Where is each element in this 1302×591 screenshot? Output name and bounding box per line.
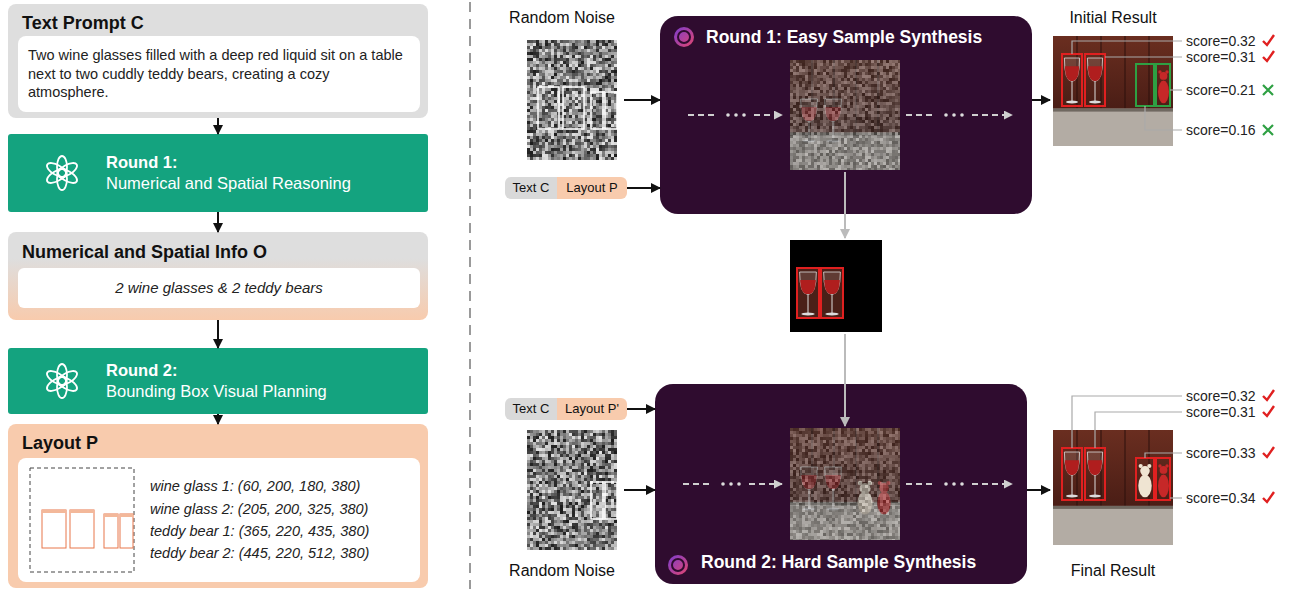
box-text: Bounding Box Visual Planning	[106, 381, 327, 402]
box-text: Random Noise	[509, 8, 615, 29]
box-text: Layout P'	[565, 401, 619, 418]
box-text: Round 1: Easy Sample Synthesis	[706, 26, 982, 49]
box-text: Round 2: Hard Sample Synthesis	[701, 551, 976, 574]
box-text: teddy bear 2: (445, 220, 512, 380)	[150, 542, 369, 564]
box-text: Final Result	[1071, 561, 1155, 582]
box-heading: wine glass 1: (60, 200, 180, 380)	[150, 475, 360, 497]
box-text: Numerical and Spatial Info O	[22, 241, 267, 264]
box-text: Text C	[513, 180, 550, 197]
box-text: Layout P	[566, 180, 617, 197]
box-text: Layout P	[22, 432, 98, 455]
box-text: Two wine glasses filled with a deep red …	[28, 46, 410, 103]
box-text: Numerical and Spatial Reasoning	[106, 173, 351, 194]
layout-input-tag: Layout P'	[557, 398, 627, 420]
box-heading: Round 2:	[106, 360, 178, 381]
box-heading: Round 1:	[106, 152, 178, 173]
box-text: 2 wine glasses & 2 teddy bears	[115, 278, 323, 298]
text-input-tag: Text C	[505, 398, 557, 420]
text-input-tag: Text C	[505, 177, 557, 199]
box-text: Initial Result	[1069, 8, 1156, 29]
box-text: teddy bear 1: (365, 220, 435, 380)	[150, 520, 369, 542]
prompt-text-box: Two wine glasses filled with a deep red …	[18, 36, 420, 112]
box-text: Random Noise	[509, 561, 615, 582]
layout-input-tag: Layout P	[557, 177, 627, 199]
box-text: Text Prompt C	[22, 12, 144, 35]
box-text: Text C	[513, 401, 550, 418]
box-text: wine glass 2: (205, 200, 325, 380)	[150, 498, 368, 520]
